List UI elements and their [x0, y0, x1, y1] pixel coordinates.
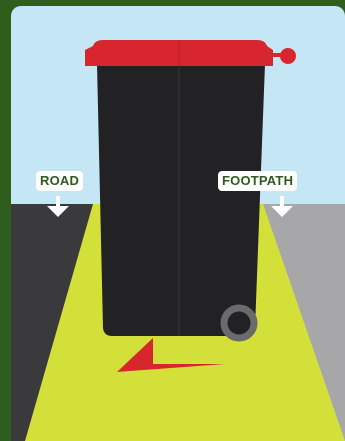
footpath-label: FOOTPATH — [218, 171, 298, 191]
bin-wheel — [220, 304, 258, 342]
illustration-panel — [11, 6, 345, 441]
bin-placement-scene — [11, 6, 345, 441]
left-arrow-icon — [117, 338, 225, 372]
road-pointer-icon — [47, 196, 69, 217]
wheelie-bin-icon — [85, 40, 296, 342]
footpath-pointer-icon — [271, 196, 293, 217]
road-label: ROAD — [36, 171, 84, 191]
